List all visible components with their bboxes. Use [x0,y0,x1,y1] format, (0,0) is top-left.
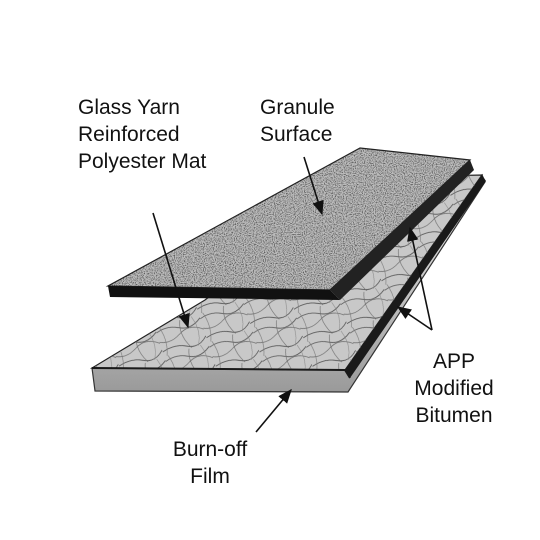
label-glass-yarn-mat: Glass Yarn Reinforced Polyester Mat [78,94,206,175]
arrow-bitumen-lower [396,306,433,331]
label-line: Surface [260,123,333,146]
label-app-modified-bitumen: APP Modified Bitumen [404,348,504,429]
label-line: Burn-off [172,438,248,461]
arrow-granule [303,156,324,216]
label-line: Polyester Mat [78,150,207,173]
arrow-film [255,388,292,433]
label-line: Film [190,465,230,488]
label-line: Modified [414,377,494,400]
label-line: APP [432,350,476,373]
granule-surface-layer [105,147,474,300]
label-burn-off-film: Burn-off Film [160,436,260,490]
leader-arrows [152,156,433,433]
label-granule-surface: Granule Surface [260,94,335,148]
arrow-mat [152,212,190,329]
label-line: Granule [260,96,335,119]
label-line: Glass Yarn [78,96,180,119]
label-line: Bitumen [415,404,493,427]
label-line: Reinforced [78,123,180,146]
arrow-bitumen-upper [407,226,433,331]
